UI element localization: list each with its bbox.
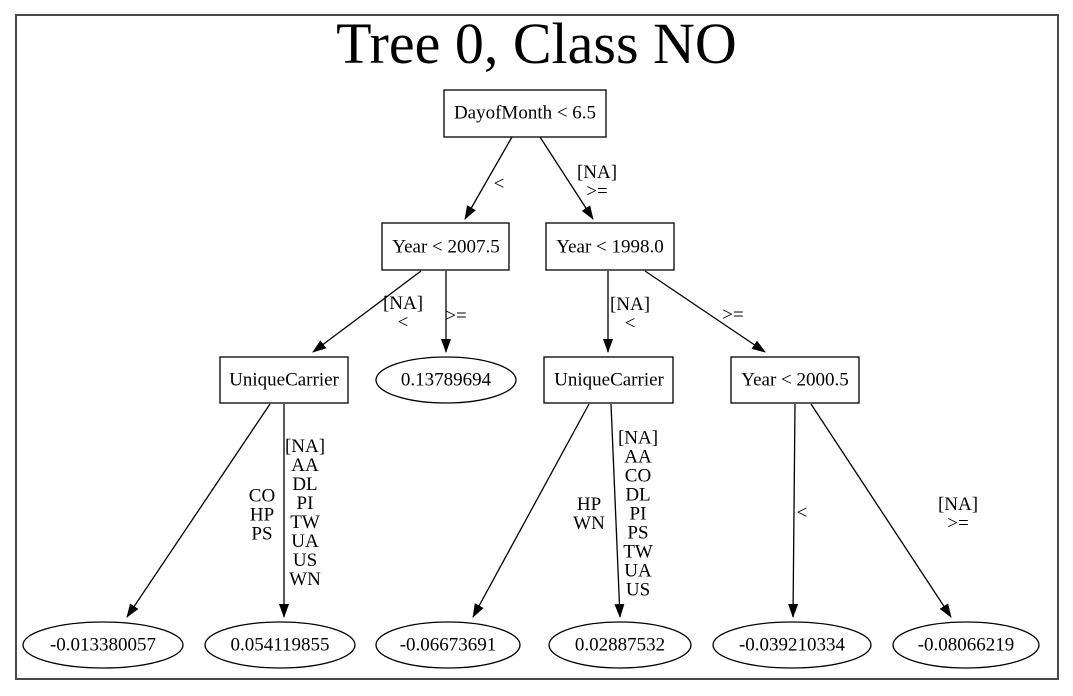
leaf-node-ellipse-0137 [375,356,517,404]
leaf-node-ellipse-f [892,621,1040,669]
edge-label-root-na-ge: [NA] >= [576,162,618,202]
plot-frame-border [15,14,1059,680]
split-node-label-dayofmonth: DayofMonth < 6.5 [453,102,597,124]
leaf-node-ellipse-b [204,621,356,669]
edge-label-carriers-na-aa-us: [NA] AA CO DL PI PS TW UA US [617,427,659,601]
edge-root-to-year2007 [464,136,513,220]
split-node-box-carrier-mid [543,356,674,404]
split-node-box-year-2000 [730,356,860,404]
edge-label-year2000-lt: < [796,502,808,524]
leaf-node-ellipse-a [22,621,184,669]
edge-year2000-to-leaf-e [788,403,799,618]
leaf-node-label-f: -0.08066219 [917,634,1015,656]
split-node-label-year-2007: Year < 2007.5 [392,236,500,258]
edge-root-to-year1998 [539,136,594,220]
plot-title: Tree 0, Class NO [336,11,737,76]
edge-label-year2007-ge: >= [445,305,467,327]
split-node-label-carrier-left: UniqueCarrier [229,369,339,391]
leaf-node-label-e: -0.039210334 [738,634,846,656]
leaf-node-label-d: 0.02887532 [574,634,666,656]
leaf-node-label-b: 0.054119855 [230,634,330,656]
edge-carrier-mid-to-leaf-d [610,403,625,618]
edge-year2007-to-carrier-left [312,270,422,353]
edge-label-root-lt: < [493,173,505,195]
split-node-box-year-2007 [381,222,510,271]
split-node-box-carrier-left [219,356,349,404]
leaf-node-ellipse-e [712,621,872,669]
leaf-node-label-a: -0.013380057 [49,634,157,656]
edge-year2000-to-leaf-f [810,403,952,618]
edge-label-year1998-na-lt: [NA] < [609,294,651,334]
edge-label-carriers-co-hp-ps: CO HP PS [248,485,276,545]
leaf-node-ellipse-c [375,621,521,669]
leaf-node-ellipse-d [548,621,692,669]
edge-carrier-left-to-leaf-a [126,403,271,618]
split-node-label-year-1998: Year < 1998.0 [556,236,664,258]
edge-label-year2000-na-ge: [NA] >= [937,494,979,534]
split-node-label-year-2000: Year < 2000.5 [741,369,849,391]
edge-label-carriers-na-aa-wn: [NA] AA DL PI TW UA US WN [284,436,326,590]
edge-label-year2007-na-lt: [NA] < [382,293,424,333]
split-node-label-carrier-mid: UniqueCarrier [554,369,664,391]
edge-year1998-to-year2000 [644,270,766,353]
split-node-box-dayofmonth [443,89,607,138]
edge-label-carriers-hp-wn: HP WN [573,494,605,534]
leaf-node-label-c: -0.06673691 [399,634,497,656]
edge-label-year1998-ge: >= [722,304,744,326]
edge-carrier-mid-to-leaf-c [472,403,590,618]
split-node-box-year-1998 [545,222,675,271]
leaf-node-label-0137: 0.13789694 [400,369,492,391]
